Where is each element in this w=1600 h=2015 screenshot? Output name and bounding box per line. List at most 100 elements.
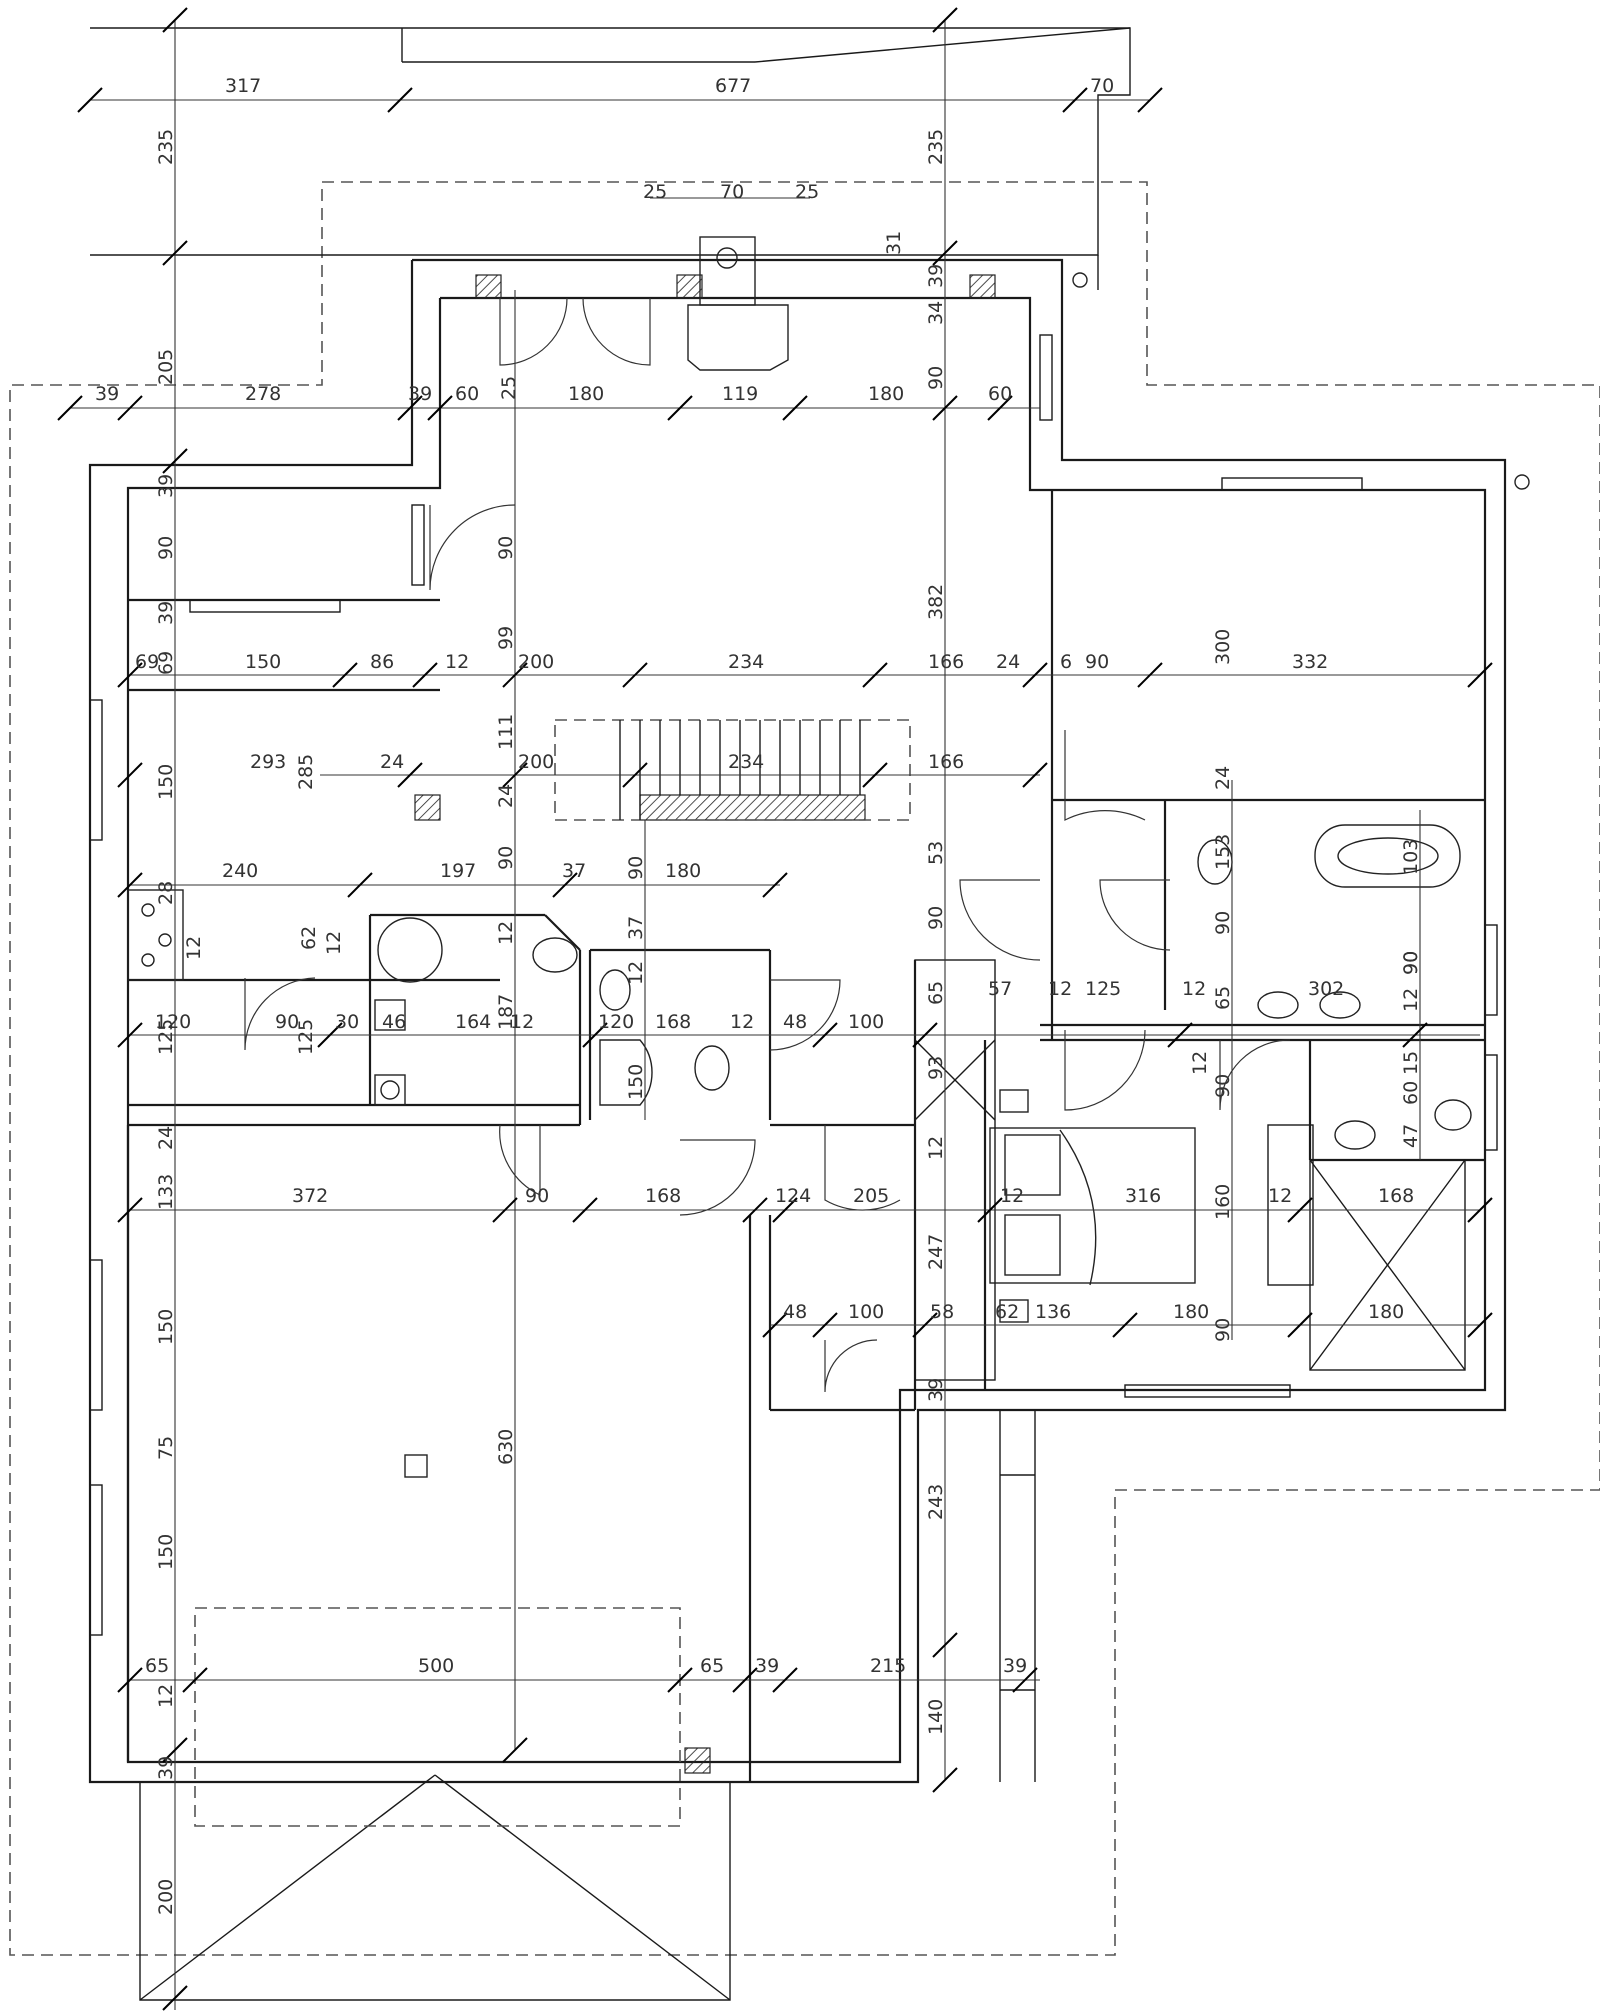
staircase (414, 719, 911, 821)
dim-62: 62 (298, 926, 320, 950)
dim-150-l4: 150 (155, 1534, 177, 1570)
dim-90-bath: 90 (1400, 951, 1422, 975)
entrance-canopy (139, 1607, 731, 2001)
dim-99: 99 (495, 626, 517, 650)
dim-12-rm2: 12 (1182, 978, 1206, 1000)
bed (989, 1089, 1314, 1323)
dim-58: 58 (930, 1301, 954, 1323)
dim-65-rm: 65 (1212, 986, 1234, 1010)
dim-332: 332 (1292, 651, 1328, 673)
dim-200a: 200 (518, 651, 554, 673)
dim-12-rm3: 12 (1400, 988, 1422, 1012)
dim-65-cm: 65 (925, 981, 947, 1005)
dim-180c: 180 (1173, 1301, 1209, 1323)
dim-103: 103 (1400, 839, 1422, 875)
dim-86: 86 (370, 651, 394, 673)
dim-205-mid: 205 (853, 1185, 889, 1207)
dim-285: 285 (295, 754, 317, 790)
dim-39-cm: 39 (925, 1378, 947, 1402)
dim-168b: 168 (645, 1185, 681, 1207)
dim-90-c2b: 90 (495, 846, 517, 870)
dim-293: 293 (250, 751, 286, 773)
dim-125-l4: 125 (295, 1019, 317, 1055)
dim-75: 75 (155, 1436, 177, 1460)
dim-200-canopy: 200 (155, 1879, 177, 1915)
dim-69: 69 (135, 651, 159, 673)
dim-12-sm2: 12 (323, 931, 345, 955)
dim-12-sm1: 12 (183, 936, 205, 960)
dim-166a: 166 (928, 651, 964, 673)
dim-150: 150 (245, 651, 281, 673)
dim-150-sm2: 150 (625, 1064, 647, 1100)
dim-215: 215 (870, 1655, 906, 1677)
dim-278: 278 (245, 383, 281, 405)
dim-111: 111 (495, 714, 517, 750)
dim-187: 187 (495, 994, 517, 1030)
dim-31: 31 (883, 231, 905, 255)
dim-150-l3: 150 (155, 1309, 177, 1345)
dim-120a: 120 (155, 1011, 191, 1033)
dim-168a: 168 (655, 1011, 691, 1033)
dim-12-cm: 12 (925, 1136, 947, 1160)
fireplace (475, 236, 996, 1774)
dim-164: 164 (455, 1011, 491, 1033)
dim-243: 243 (925, 1484, 947, 1520)
dim-100b: 100 (848, 1301, 884, 1323)
dim-12-sm3: 12 (625, 961, 647, 985)
dim-53: 53 (925, 841, 947, 865)
dim-180d: 180 (1368, 1301, 1404, 1323)
dimension-labels: 317 677 70 25 70 25 235 205 235 31 39 34… (95, 75, 1422, 1915)
dim-12-rm1: 12 (1048, 978, 1072, 1000)
dim-90-rm: 90 (1400, 951, 1422, 975)
dim-chimney-25b: 25 (795, 181, 819, 203)
dim-235-right: 235 (925, 129, 947, 165)
dim-24-l3: 24 (155, 1126, 177, 1150)
dim-60-rm: 60 (1400, 1081, 1422, 1105)
dim-15: 15 (1400, 1051, 1422, 1075)
roof-outline (9, 181, 1600, 1956)
windows (89, 334, 1498, 1636)
dim-124: 124 (775, 1185, 811, 1207)
dim-302: 302 (1308, 978, 1344, 1000)
dim-133: 133 (155, 1174, 177, 1210)
dim-100a: 100 (848, 1011, 884, 1033)
interior-walls (126, 490, 1485, 1782)
dim-39a: 39 (95, 383, 119, 405)
dim-69-l: 69 (155, 651, 177, 675)
dim-60b: 60 (988, 383, 1012, 405)
dim-24-r293: 24 (380, 751, 404, 773)
upper-terrace-outline (90, 27, 1530, 490)
dim-39-l3: 39 (155, 601, 177, 625)
dim-140: 140 (925, 1699, 947, 1735)
dim-90-cm: 90 (925, 906, 947, 930)
dim-12-r150: 12 (445, 651, 469, 673)
dim-90-rt: 90 (925, 366, 947, 390)
dim-47: 47 (1400, 1124, 1422, 1148)
dim-65b: 65 (700, 1655, 724, 1677)
dim-136: 136 (1035, 1301, 1071, 1323)
dim-12-r372b: 12 (1268, 1185, 1292, 1207)
dim-57: 57 (988, 978, 1012, 1000)
dimension-ticks (57, 7, 1493, 2011)
dim-39-rt: 39 (925, 264, 947, 288)
dim-93: 93 (925, 1056, 947, 1080)
dim-168c: 168 (1378, 1185, 1414, 1207)
dim-90-r120: 90 (275, 1011, 299, 1033)
dim-197: 197 (440, 860, 476, 882)
dim-300: 300 (1212, 629, 1234, 665)
dim-chimney-25a: 25 (643, 181, 667, 203)
dim-39-r500b: 39 (1003, 1655, 1027, 1677)
dim-125-l3: 125 (155, 1019, 177, 1055)
dim-24-r150: 24 (996, 651, 1020, 673)
sanitary-fixtures (127, 824, 1472, 1478)
dim-317: 317 (225, 75, 261, 97)
dim-12-rb: 12 (1189, 1051, 1211, 1075)
dim-37-sm: 37 (625, 916, 647, 940)
dim-153: 153 (1212, 834, 1234, 870)
dim-90-r150: 90 (1085, 651, 1109, 673)
dim-30: 30 (335, 1011, 359, 1033)
dim-12-r372a: 12 (1000, 1185, 1024, 1207)
dim-48b: 48 (783, 1301, 807, 1323)
dim-24-rb: 24 (1212, 766, 1234, 790)
